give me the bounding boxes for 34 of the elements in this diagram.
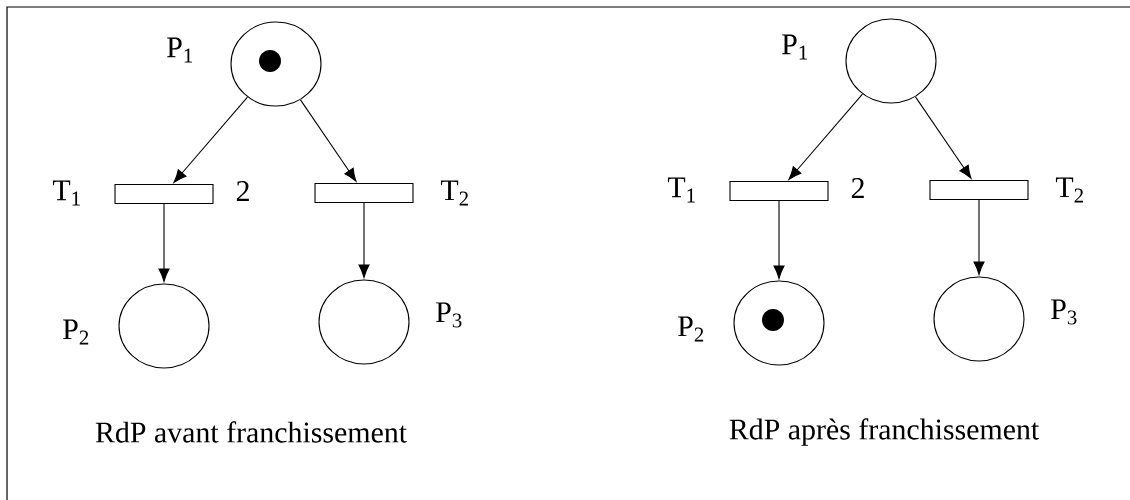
node-label: P$_{2}$ [63,319,89,345]
node-label: P$_{1}$ [782,34,808,60]
node-label: P$_{3}$ [436,302,462,328]
node-label: T$_{1}$ [667,177,695,203]
place-circle [118,283,210,369]
place-circle [230,21,322,107]
arrow [173,96,248,183]
node-label: T$_{1}$ [52,180,80,206]
place-circle [733,280,825,366]
node-label: T$_{2}$ [440,180,468,206]
token-dot [762,309,784,331]
node-label: P$_{3}$ [1051,299,1077,325]
node-label: P$_{2}$ [678,316,704,342]
transition-bar [114,183,214,205]
node-label: P$_{1}$ [167,37,193,63]
arrow [299,99,357,182]
caption: RdP avant franchissement [95,421,407,443]
node-label: T$_{2}$ [1055,177,1083,203]
transition-bar [729,180,829,202]
token-dot [259,50,281,72]
arrow [914,96,972,179]
transition-bar [929,179,1029,201]
arrow [788,93,863,180]
arrow [773,200,785,279]
node-label: 2 [851,178,864,198]
arrow [358,202,370,278]
caption: RdP après franchissement [729,418,1040,446]
arrow [158,203,170,282]
place-circle [933,276,1025,362]
place-circle [318,279,410,365]
transition-bar [314,182,414,204]
node-label: 2 [236,181,249,201]
place-circle [845,18,937,104]
arrow [973,199,985,275]
